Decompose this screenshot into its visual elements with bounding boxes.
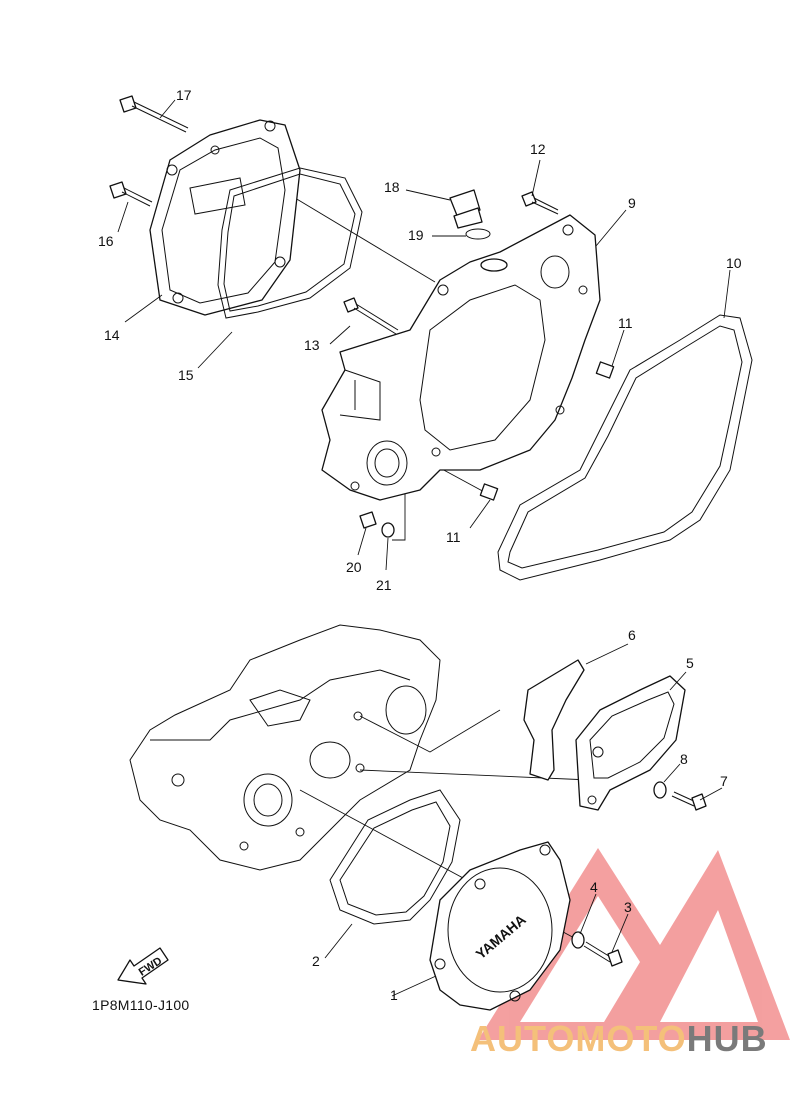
crankcase-cover [321, 214, 601, 501]
magneto-cover: YAMAHA [429, 841, 571, 1011]
callout-9: 9 [628, 195, 636, 211]
callout-11a: 11 [618, 315, 633, 331]
fwd-arrow-icon: FWD [117, 947, 169, 985]
leader-15 [197, 331, 233, 369]
bolt-12 [521, 191, 559, 215]
callout-14: 14 [104, 327, 120, 343]
leader-3 [611, 913, 629, 953]
drawing-code: 1P8M110-J100 [92, 997, 190, 1013]
leader-10 [723, 269, 731, 319]
crankcase-gasket [497, 314, 753, 581]
bolt-13 [343, 297, 399, 335]
sprocket-cover [575, 675, 686, 811]
leader-18 [405, 189, 451, 201]
leader-16 [117, 201, 129, 233]
callout-18: 18 [384, 179, 400, 195]
alignment-line [359, 709, 501, 753]
leader-8 [663, 763, 681, 783]
bolt-20 [359, 511, 377, 529]
leader-4 [579, 893, 597, 935]
bolt-17 [119, 95, 189, 133]
callout-13: 13 [304, 337, 320, 353]
magneto-gasket [329, 789, 461, 925]
callout-12: 12 [530, 141, 546, 157]
callout-10: 10 [726, 255, 742, 271]
callout-2: 2 [312, 953, 320, 969]
callout-15: 15 [178, 367, 194, 383]
alignment-line [392, 488, 406, 541]
alignment-line [359, 769, 591, 781]
leader-2 [324, 923, 353, 959]
callout-21: 21 [376, 577, 392, 593]
washer-4 [571, 931, 585, 949]
guide-plate [523, 659, 585, 781]
leader-5 [669, 671, 687, 691]
washer-21 [381, 522, 395, 538]
dowel-pin-11a [595, 361, 615, 379]
leader-7 [699, 787, 723, 801]
filler-oring [465, 228, 491, 240]
callout-16: 16 [98, 233, 114, 249]
leader-1 [391, 975, 437, 997]
leader-11a [611, 329, 625, 367]
watermark-brand-part2: HUB [686, 1018, 768, 1059]
bolt-16 [109, 181, 153, 207]
callout-3: 3 [624, 899, 632, 915]
leader-11b [469, 499, 491, 529]
callout-5: 5 [686, 655, 694, 671]
callout-11b: 11 [446, 529, 461, 545]
bolt-7 [671, 791, 707, 811]
watermark-logo [478, 848, 790, 1040]
callout-19: 19 [408, 227, 424, 243]
callout-1: 1 [390, 987, 398, 1003]
callout-20: 20 [346, 559, 362, 575]
callout-4: 4 [590, 879, 598, 895]
engine-crankcase [129, 624, 441, 871]
leader-14 [124, 294, 163, 323]
cover-gasket-inner [223, 173, 356, 312]
leader-21 [385, 537, 389, 571]
callout-8: 8 [680, 751, 688, 767]
bolt-3 [583, 941, 623, 967]
watermark-brand: AUTOMOTOHUB [470, 1018, 768, 1060]
washer-8 [653, 781, 667, 799]
cover-gasket [217, 167, 363, 319]
callout-6: 6 [628, 627, 636, 643]
callout-17: 17 [176, 87, 192, 103]
watermark-brand-part1: AUTOMOTO [470, 1018, 687, 1059]
dowel-pin-11b [479, 483, 499, 501]
leader-13 [329, 325, 351, 345]
leader-9 [595, 209, 627, 247]
leader-20 [357, 527, 367, 556]
callout-7: 7 [720, 773, 728, 789]
leader-6 [585, 643, 629, 665]
leader-12 [531, 159, 541, 197]
oil-filler-cap [449, 189, 483, 229]
leader-17 [159, 99, 176, 119]
